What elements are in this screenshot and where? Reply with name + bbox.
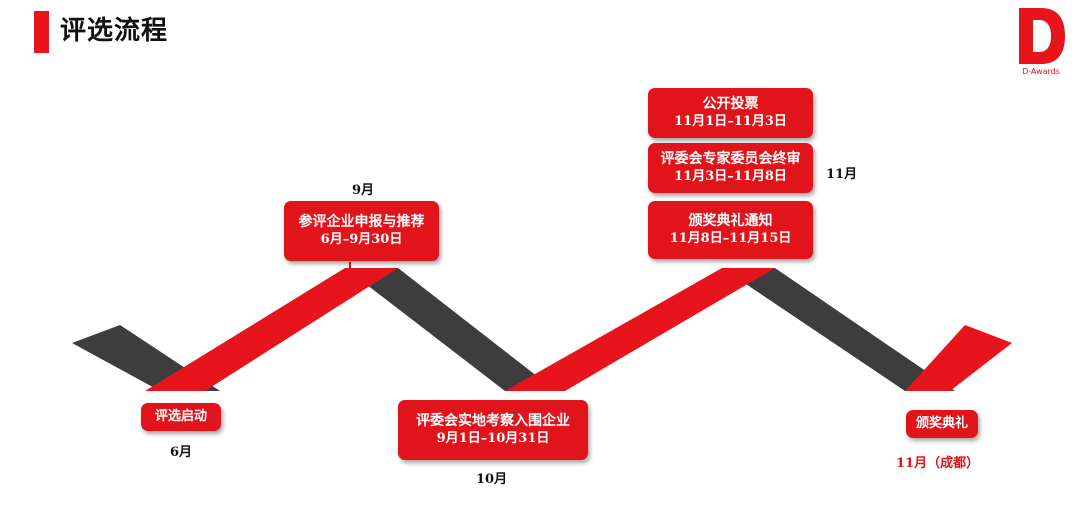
month-label-oct: 10月 <box>476 472 508 487</box>
logo-name: D-Awards <box>1022 67 1060 76</box>
step-title: 颁奖典礼通知 <box>688 213 773 230</box>
step-box-ceremony-notice: 颁奖典礼通知 11月8日–11月15日 <box>648 201 813 259</box>
step-box-final-review: 评委会专家委员会终审 11月3日–11月8日 <box>648 143 813 193</box>
step-box-application: 参评企业申报与推荐 6月–9月30日 <box>284 201 439 261</box>
step-box-launch: 评选启动 <box>141 403 221 431</box>
zigzag-segment-5 <box>722 268 955 391</box>
zigzag-segment-2 <box>145 268 398 391</box>
step-box-ceremony: 颁奖典礼 <box>906 410 978 438</box>
step-title: 评选启动 <box>154 408 207 424</box>
step-date: 6月–9月30日 <box>320 231 403 247</box>
step-date: 9月1日–10月31日 <box>436 430 550 446</box>
step-title: 评委会专家委员会终审 <box>660 151 801 168</box>
step-title: 参评企业申报与推荐 <box>298 214 425 231</box>
step-box-site-visit: 评委会实地考察入围企业 9月1日–10月31日 <box>398 400 588 460</box>
month-label-ceremony: 11月（成都） <box>896 456 980 471</box>
step-title: 颁奖典礼 <box>915 415 968 431</box>
step-box-public-vote: 公开投票 11月1日–11月3日 <box>648 88 813 138</box>
step-date: 11月8日–11月15日 <box>669 230 792 246</box>
zigzag-segment-6 <box>905 325 1012 391</box>
title-accent-bar <box>34 11 49 53</box>
step-date: 11月3日–11月8日 <box>674 168 787 184</box>
d-awards-logo: D-Awards <box>1011 6 1071 76</box>
month-label-jun: 6月 <box>170 445 193 460</box>
page-title: 评选流程 <box>60 16 169 46</box>
logo-mark-icon <box>1019 8 1065 64</box>
zigzag-segment-3 <box>345 268 556 391</box>
month-label-sep: 9月 <box>352 183 375 198</box>
step-title: 公开投票 <box>702 96 759 113</box>
zigzag-segment-4 <box>505 268 775 391</box>
step-date: 11月1日–11月3日 <box>674 113 787 129</box>
month-label-nov: 11月 <box>826 167 858 182</box>
step-title: 评委会实地考察入围企业 <box>416 413 570 430</box>
